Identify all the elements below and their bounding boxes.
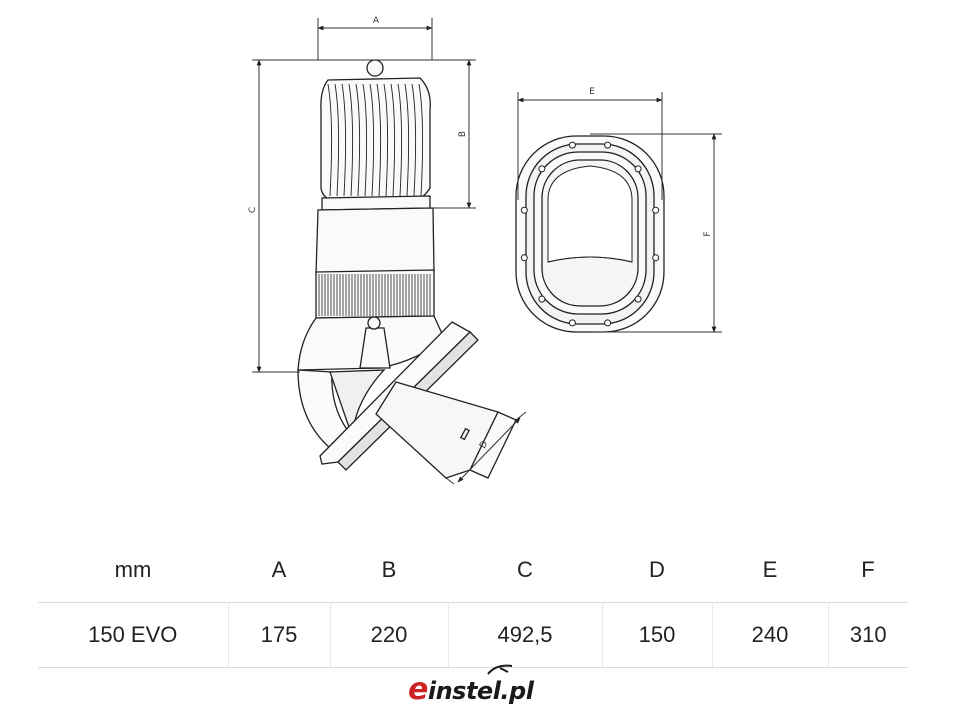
table-header-cell: E	[762, 557, 778, 582]
turbine-rib	[418, 83, 424, 197]
dimension-d	[445, 411, 527, 485]
bolt-icon	[568, 319, 576, 327]
turbine-rib	[341, 83, 347, 197]
table-row: 150 EVO 175 220 492,5 150 240 310	[38, 602, 908, 668]
bolt-icon	[520, 206, 528, 214]
turbine-rib	[390, 83, 396, 197]
bolt-icon	[538, 165, 546, 173]
turbine-rib	[334, 83, 340, 197]
bolt-icon	[634, 295, 642, 303]
dimension-f	[590, 133, 722, 333]
table-cell: 310	[827, 602, 908, 668]
logo-first-letter: e	[408, 672, 428, 707]
table-cell: 175	[227, 602, 330, 668]
bolt-icon	[652, 206, 660, 214]
turbine-rib	[397, 83, 403, 197]
turbine-rib	[369, 83, 375, 197]
flashing-bolts	[520, 141, 660, 327]
brand-logo: einstel.pl	[408, 662, 578, 707]
dimension-b	[372, 59, 476, 209]
dimension-e	[517, 92, 663, 200]
logo-text: instel.pl	[427, 677, 534, 705]
table-cell: 220	[329, 602, 448, 668]
bolt-icon	[604, 141, 612, 149]
bolt-icon	[538, 295, 546, 303]
dimensions-table: mm A B C D E F 150 EVO 175 220 492,5 150…	[38, 538, 908, 668]
turbine-rib	[383, 83, 389, 197]
bolt-icon	[604, 319, 612, 327]
turbine-rib	[327, 83, 333, 197]
dimension-c	[252, 59, 372, 373]
table-header-cell: mm	[114, 557, 152, 582]
dimension-label-c: C	[248, 207, 258, 213]
turbine-rib	[355, 83, 361, 197]
dimension-label-b: B	[458, 131, 468, 137]
table-cell: 150 EVO	[38, 602, 228, 668]
ventilator-side-view	[297, 59, 517, 479]
bolt-icon	[568, 141, 576, 149]
dimension-label-f: F	[703, 231, 713, 236]
dimension-label-d: D	[478, 439, 490, 450]
table-cell: 150	[601, 602, 712, 668]
bolt-icon	[634, 165, 642, 173]
table-header-cell: D	[649, 557, 665, 582]
turbine-rib	[411, 83, 417, 197]
table-header-cell: A	[271, 557, 287, 582]
turbine-rib	[362, 83, 368, 197]
bolt-icon	[520, 254, 528, 262]
turbine-rib	[376, 83, 382, 197]
table-header-cell: B	[381, 557, 397, 582]
technical-drawing: A B C D E F	[248, 16, 722, 485]
flashing-top-view	[515, 135, 665, 333]
table-cell: 492,5	[447, 602, 602, 668]
table-header-cell: C	[517, 557, 533, 582]
dimension-label-a: A	[373, 16, 380, 26]
turbine-rib	[404, 83, 410, 197]
dimension-a	[317, 18, 433, 60]
logo-swoosh-icon	[487, 664, 513, 675]
table-header-row: mm A B C D E F	[38, 538, 908, 603]
bolt-icon	[652, 254, 660, 262]
table-cell: 240	[711, 602, 828, 668]
table-header-cell: F	[861, 557, 875, 582]
turbine-rib	[348, 83, 354, 197]
dimension-label-e: E	[589, 87, 595, 97]
